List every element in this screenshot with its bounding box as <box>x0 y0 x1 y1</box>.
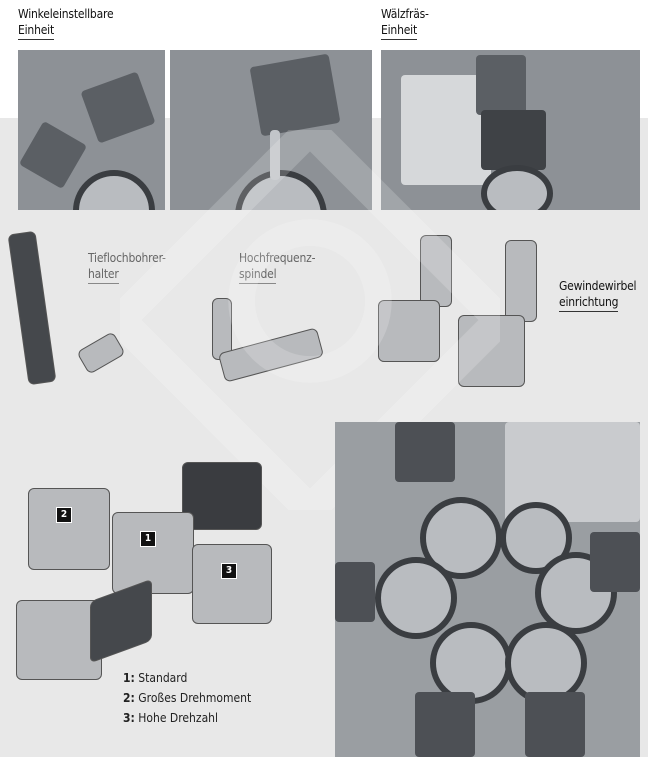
label-line: Einheit <box>381 22 417 40</box>
motor <box>182 462 262 530</box>
label-line: Hochfrequenz- <box>239 251 316 265</box>
variant-legend: 1: Standard 2: Großes Drehmoment 3: Hohe… <box>123 668 251 728</box>
legend-item: 3: Hohe Drehzahl <box>123 708 251 728</box>
photo-turret-top-view <box>335 422 640 757</box>
legend-number: 3: <box>123 711 135 725</box>
legend-text: Hohe Drehzahl <box>138 711 219 725</box>
gearbox-3 <box>192 544 272 624</box>
label-line: halter <box>88 266 119 284</box>
label-line: einrichtung <box>559 294 618 312</box>
legend-number: 2: <box>123 691 135 705</box>
photo-hobbing-unit <box>381 50 640 210</box>
label-line: Gewindewirbel <box>559 279 637 293</box>
photo-angle-unit-1 <box>18 50 165 210</box>
thread-whirling-spindle-1 <box>420 235 452 307</box>
badge-1: 1 <box>140 531 156 547</box>
label-hochfrequenzspindel: Hochfrequenz- spindel <box>239 250 315 284</box>
badge-2: 2 <box>56 507 72 523</box>
label-line: Tieflochbohrer- <box>88 251 166 265</box>
label-winkeleinstellbare-einheit: Winkeleinstellbare Einheit <box>18 6 114 40</box>
thread-whirling-head-1 <box>378 300 440 362</box>
legend-item: 1: Standard <box>123 668 251 688</box>
legend-number: 1: <box>123 671 135 685</box>
label-line: Einheit <box>18 22 54 40</box>
label-line: spindel <box>239 266 277 284</box>
thread-whirling-head-2 <box>458 315 525 387</box>
label-line: Winkeleinstellbare <box>18 7 114 21</box>
legend-item: 2: Großes Drehmoment <box>123 688 251 708</box>
photo-angle-unit-2 <box>170 50 372 210</box>
label-gewindewirbeleinrichtung: Gewindewirbel einrichtung <box>559 278 637 312</box>
label-line: Wälzfräs- <box>381 7 429 21</box>
gearbox-1 <box>112 512 194 594</box>
badge-3: 3 <box>221 563 237 579</box>
legend-text: Standard <box>138 671 188 685</box>
label-waelzfraes-einheit: Wälzfräs- Einheit <box>381 6 429 40</box>
legend-text: Großes Drehmoment <box>138 691 252 705</box>
label-tieflochbohrerhalter: Tieflochbohrer- halter <box>88 250 166 284</box>
thread-whirling-spindle-2 <box>505 240 537 322</box>
gearbox-2 <box>28 488 110 570</box>
gearbox-assembly <box>16 600 102 680</box>
